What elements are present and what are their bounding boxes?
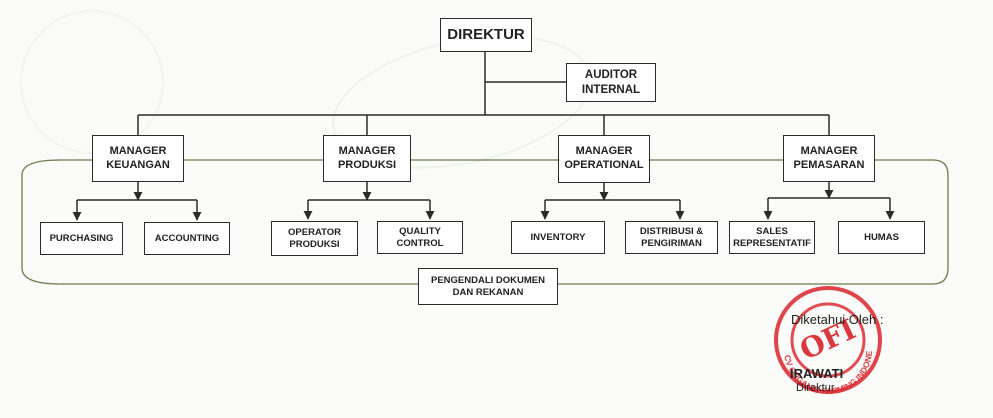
box-operator-produksi: OPERATOR PRODUKSI xyxy=(271,221,358,256)
box-direktur: DIREKTUR xyxy=(440,18,532,52)
box-sales-representatif: SALES REPRESENTATIF xyxy=(729,221,815,254)
box-manager-produksi: MANAGER PRODUKSI xyxy=(323,135,411,182)
box-pengendali-dokumen: PENGENDALI DOKUMEN DAN REKANAN xyxy=(418,268,558,305)
box-auditor-internal: AUDITOR INTERNAL xyxy=(566,63,656,102)
acknowledged-by-label: Diketahui Oleh : xyxy=(791,312,884,327)
box-manager-keuangan: MANAGER KEUANGAN xyxy=(92,135,184,182)
box-inventory: INVENTORY xyxy=(511,221,605,254)
box-quality-control: QUALITY CONTROL xyxy=(377,221,463,254)
department-loop-line xyxy=(21,159,949,285)
box-humas: HUMAS xyxy=(838,221,925,254)
box-distribusi-pengiriman: DISTRIBUSI & PENGIRIMAN xyxy=(625,221,718,254)
box-manager-pemasaran: MANAGER PEMASARAN xyxy=(783,135,875,182)
box-manager-operational: MANAGER OPERATIONAL xyxy=(558,135,650,183)
box-accounting: ACCOUNTING xyxy=(144,222,230,255)
signer-name: IRAWATI xyxy=(790,366,844,381)
signer-role: Direktur xyxy=(796,382,835,394)
box-purchasing: PURCHASING xyxy=(40,222,123,255)
